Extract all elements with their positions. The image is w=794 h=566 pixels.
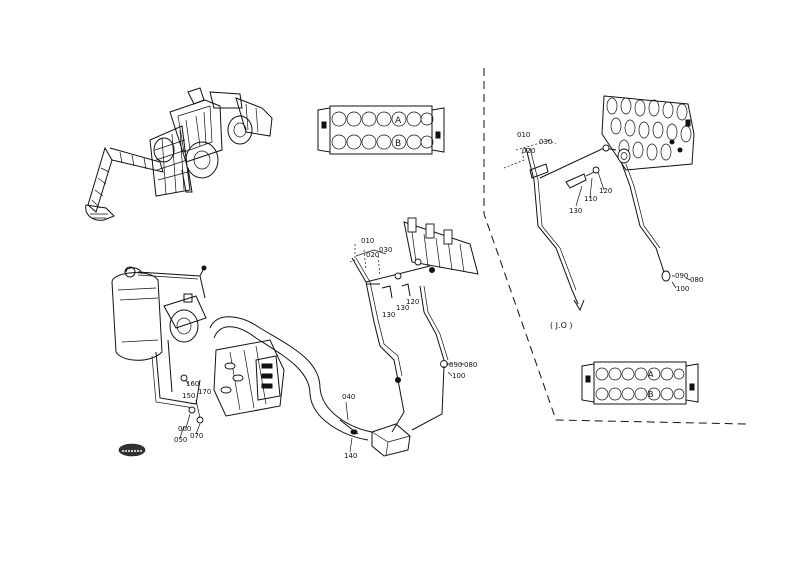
part-number: 130 <box>382 311 395 319</box>
detail-marker: ( J.O ) <box>550 321 573 330</box>
control-valve-pattern-bottom: A B <box>581 361 699 405</box>
control-valve-pattern-top: A B <box>317 105 445 155</box>
part-number: 030 <box>379 246 392 254</box>
part-numbers-left: 160 170 150 060 050 070 <box>174 380 211 444</box>
part-number: 090 <box>449 361 462 369</box>
part-number: 010 <box>517 131 530 139</box>
part-number: 050 <box>174 436 187 444</box>
part-number: 040 <box>342 393 355 401</box>
part-number: 030 <box>539 138 552 146</box>
part-number: 100 <box>452 372 465 380</box>
backhoe-tractor-illustration <box>85 87 273 221</box>
reference-badge <box>118 443 146 457</box>
part-number: 150 <box>182 392 195 400</box>
part-number: 090 <box>675 272 688 280</box>
part-number: 120 <box>599 187 612 195</box>
part-number: 110 <box>584 195 597 203</box>
detail-boundary <box>483 68 747 425</box>
part-numbers-right: 010 030 020 130 110 120 090 080 100 ( J.… <box>517 131 703 330</box>
part-number: 070 <box>190 432 203 440</box>
valve-label-a: A <box>648 370 654 379</box>
part-number: 130 <box>569 207 582 215</box>
valve-label-b: B <box>395 139 401 149</box>
part-number: 060 <box>178 425 191 433</box>
part-number: 080 <box>690 276 703 284</box>
part-numbers-center: 010 020 030 120 130 130 090 080 100 040 … <box>342 237 477 460</box>
part-number: 170 <box>198 388 211 396</box>
part-number: 020 <box>522 147 535 155</box>
part-number: 140 <box>344 452 357 460</box>
part-number: 120 <box>406 298 419 306</box>
valve-label-a: A <box>395 116 402 126</box>
engine-pump-assembly <box>111 265 373 441</box>
part-number: 160 <box>186 380 199 388</box>
part-number: 080 <box>464 361 477 369</box>
part-number: 100 <box>676 285 689 293</box>
part-number: 010 <box>361 237 374 245</box>
part-number: 130 <box>396 304 409 312</box>
part-number: 020 <box>366 251 379 259</box>
valve-label-b: B <box>648 390 654 399</box>
right-detail-pedal-linkage <box>503 95 695 312</box>
center-pedal-linkage <box>339 217 479 457</box>
